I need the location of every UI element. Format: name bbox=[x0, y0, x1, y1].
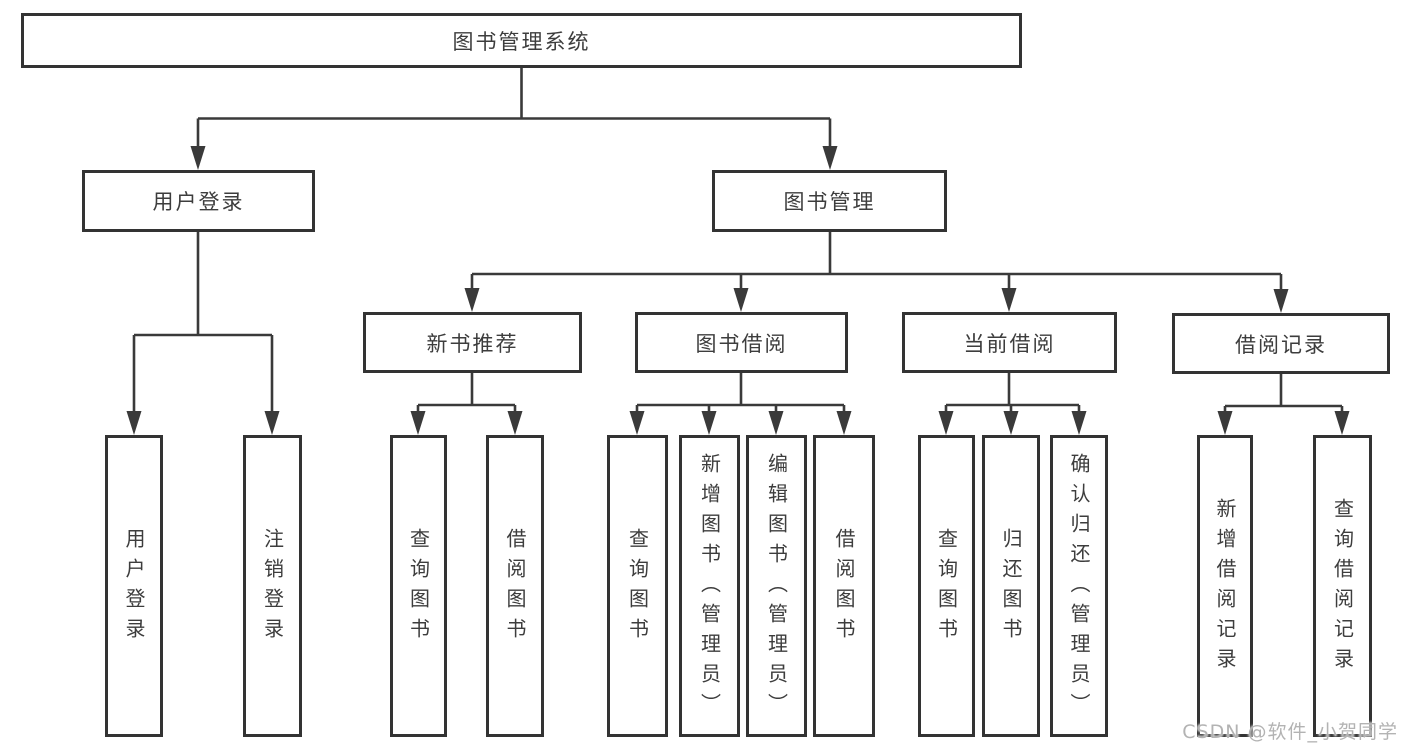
node-borrow-records: 借阅记录 bbox=[1172, 313, 1390, 374]
node-library-system: 图书管理系统 bbox=[21, 13, 1022, 68]
leaf-edit-books-admin: 编辑图书（管理员） bbox=[746, 435, 807, 737]
leaf-borrow-books: 借阅图书 bbox=[813, 435, 875, 737]
leaf-user-login: 用户登录 bbox=[105, 435, 163, 737]
leaf-return-books: 归还图书 bbox=[982, 435, 1040, 737]
leaf-query-borrow-record: 查询借阅记录 bbox=[1313, 435, 1372, 737]
leaf-query-books-recommend: 查询图书 bbox=[390, 435, 447, 737]
node-book-management: 图书管理 bbox=[712, 170, 947, 232]
node-current-borrow: 当前借阅 bbox=[902, 312, 1117, 373]
leaf-add-borrow-record: 新增借阅记录 bbox=[1197, 435, 1253, 737]
leaf-query-books-current: 查询图书 bbox=[918, 435, 975, 737]
leaf-logout-login: 注销登录 bbox=[243, 435, 302, 737]
leaf-borrow-books-recommend: 借阅图书 bbox=[486, 435, 544, 737]
node-user-login: 用户登录 bbox=[82, 170, 315, 232]
leaf-query-books-borrow: 查询图书 bbox=[607, 435, 668, 737]
node-new-book-recommend: 新书推荐 bbox=[363, 312, 582, 373]
csdn-watermark: CSDN @软件_小贺同学 bbox=[1182, 721, 1398, 743]
leaf-confirm-return-admin: 确认归还（管理员） bbox=[1050, 435, 1108, 737]
leaf-add-books-admin: 新增图书（管理员） bbox=[679, 435, 740, 737]
node-book-borrow: 图书借阅 bbox=[635, 312, 848, 373]
